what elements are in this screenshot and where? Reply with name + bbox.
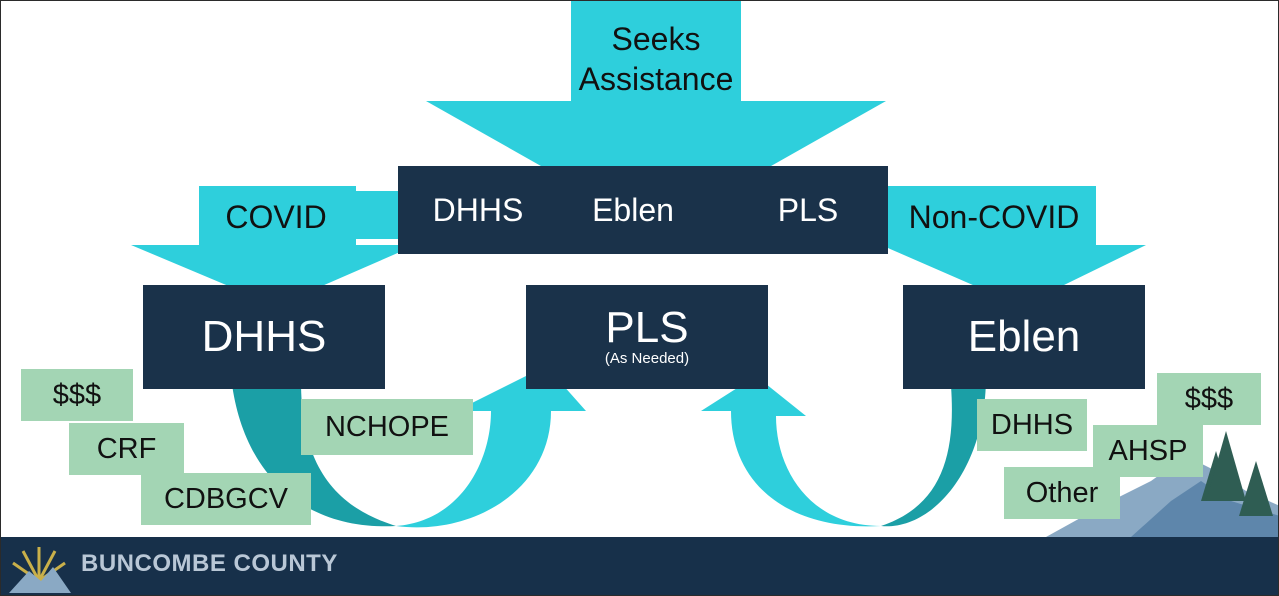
covid-arrow-label: COVID bbox=[225, 199, 327, 235]
tag-crf: CRF bbox=[69, 423, 184, 475]
tag-dhhs-right: DHHS bbox=[977, 399, 1087, 451]
footer-bar: BUNCOMBE COUNTY bbox=[1, 537, 1278, 595]
top-arrow-label: Seeks Assistance bbox=[571, 19, 741, 99]
eblen-box: Eblen bbox=[903, 285, 1145, 389]
intake-dhhs-label: DHHS bbox=[432, 191, 524, 228]
right-curve-arrow-shade bbox=[881, 376, 986, 527]
footer-org-name: BUNCOMBE COUNTY bbox=[81, 550, 338, 577]
dhhs-box-label: DHHS bbox=[201, 312, 327, 361]
right-curve-arrow bbox=[701, 376, 881, 527]
non-covid-arrow-label: Non-COVID bbox=[908, 199, 1080, 235]
covid-arrow bbox=[131, 186, 416, 306]
top-arrow-label-line1: Seeks bbox=[611, 21, 701, 57]
left-curve-arrow bbox=[396, 366, 586, 528]
tag-nchope: NCHOPE bbox=[301, 399, 473, 455]
tag-money-left: $$$ bbox=[21, 369, 133, 421]
tag-other: Other bbox=[1004, 467, 1120, 519]
eblen-box-label: Eblen bbox=[967, 312, 1081, 361]
tag-money-right: $$$ bbox=[1157, 373, 1261, 425]
covid-arrow-connector bbox=[356, 191, 406, 239]
intake-eblen-label: Eblen bbox=[592, 191, 674, 228]
sunburst-mountain-logo-icon bbox=[9, 547, 71, 593]
pls-box-note: (As Needed) bbox=[604, 350, 690, 367]
left-curve-arrow-shade bbox=[231, 376, 396, 527]
tag-cdbgcv: CDBGCV bbox=[141, 473, 311, 525]
intake-box: DHHS Eblen PLS bbox=[398, 166, 888, 254]
non-covid-arrow bbox=[881, 186, 1146, 306]
pls-box-label: PLS bbox=[605, 303, 689, 352]
pls-box: PLS (As Needed) bbox=[526, 285, 768, 389]
top-down-arrow bbox=[426, 1, 886, 231]
dhhs-box: DHHS bbox=[143, 285, 385, 389]
intake-pls-label: PLS bbox=[777, 191, 839, 228]
top-arrow-label-line2: Assistance bbox=[578, 61, 734, 97]
